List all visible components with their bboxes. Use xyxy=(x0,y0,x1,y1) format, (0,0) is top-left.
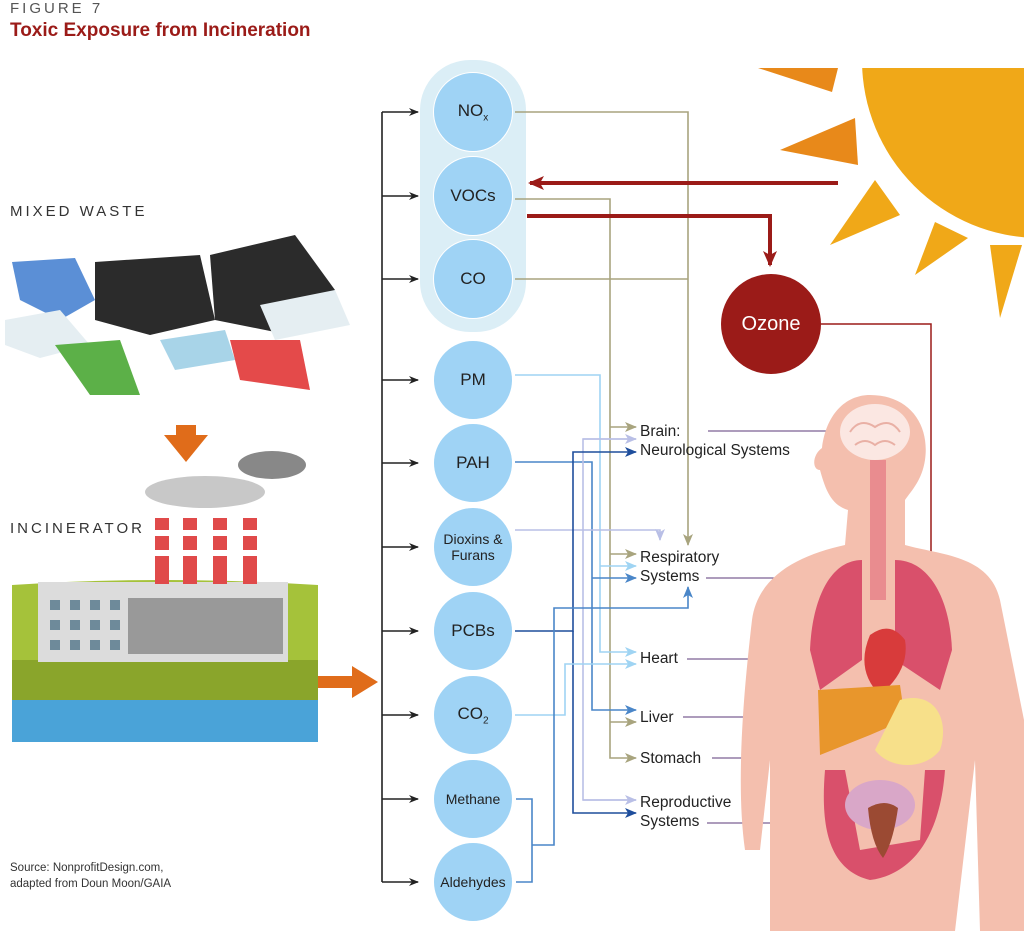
source-line: Source: NonprofitDesign.com, xyxy=(10,862,164,874)
organ-stomach: Stomach xyxy=(640,750,702,767)
pollutant-pah: PAH xyxy=(433,423,513,503)
mixed-waste-illustration xyxy=(5,235,350,395)
right-arrow-icon xyxy=(318,666,378,698)
organ-label: Respiratory xyxy=(640,549,720,566)
pollutant-label: Furans xyxy=(451,547,495,563)
pollutant-methane: Methane xyxy=(433,759,513,839)
pollutant-label: Dioxins & xyxy=(443,530,503,547)
figure-label: FIGURE 7 xyxy=(10,0,104,17)
distribution-bracket xyxy=(381,108,419,886)
pollutant-pcbs: PCBs xyxy=(433,591,513,671)
ozone-circle: Ozone xyxy=(721,274,821,374)
organ-heart: Heart xyxy=(640,650,678,667)
pollutant-pm: PM xyxy=(433,340,513,420)
human-body-illustration xyxy=(740,395,1024,931)
organ-liver: Liver xyxy=(640,709,674,726)
pollutant-aldehydes: Aldehydes xyxy=(433,842,513,922)
organ-label: Neurological Systems xyxy=(640,442,790,459)
incinerator-label: INCINERATOR xyxy=(10,520,145,537)
incinerator-illustration xyxy=(12,451,318,742)
pollutant-nox: NOx xyxy=(433,72,513,152)
organ-label: Reproductive xyxy=(640,794,732,811)
source-line: adapted from Doun Moon/GAIA xyxy=(10,878,172,890)
organ-brain: Brain: Neurological Systems xyxy=(640,422,790,460)
pollutant-subscript: 2 xyxy=(482,714,489,726)
organ-label: Brain: xyxy=(640,423,681,440)
source-note: Source: NonprofitDesign.com, adapted from… xyxy=(10,860,171,892)
organ-label: Systems xyxy=(640,813,700,830)
pollutant-co: CO xyxy=(433,239,513,319)
pollutant-dioxins-furans: Dioxins &Furans xyxy=(433,507,513,587)
pollutant-vocs: VOCs xyxy=(433,156,513,236)
mixed-waste-label: MIXED WASTE xyxy=(10,203,148,220)
pollutant-label: CO xyxy=(457,703,483,723)
organ-label: Systems xyxy=(640,568,700,585)
pollutant-subscript: x xyxy=(483,111,489,123)
pollutant-co2: CO2 xyxy=(433,675,513,755)
down-arrow-icon xyxy=(164,425,208,462)
pollutant-label: NO xyxy=(457,100,484,120)
figure-title: Toxic Exposure from Incineration xyxy=(10,20,311,41)
sun-icon xyxy=(758,68,1024,318)
